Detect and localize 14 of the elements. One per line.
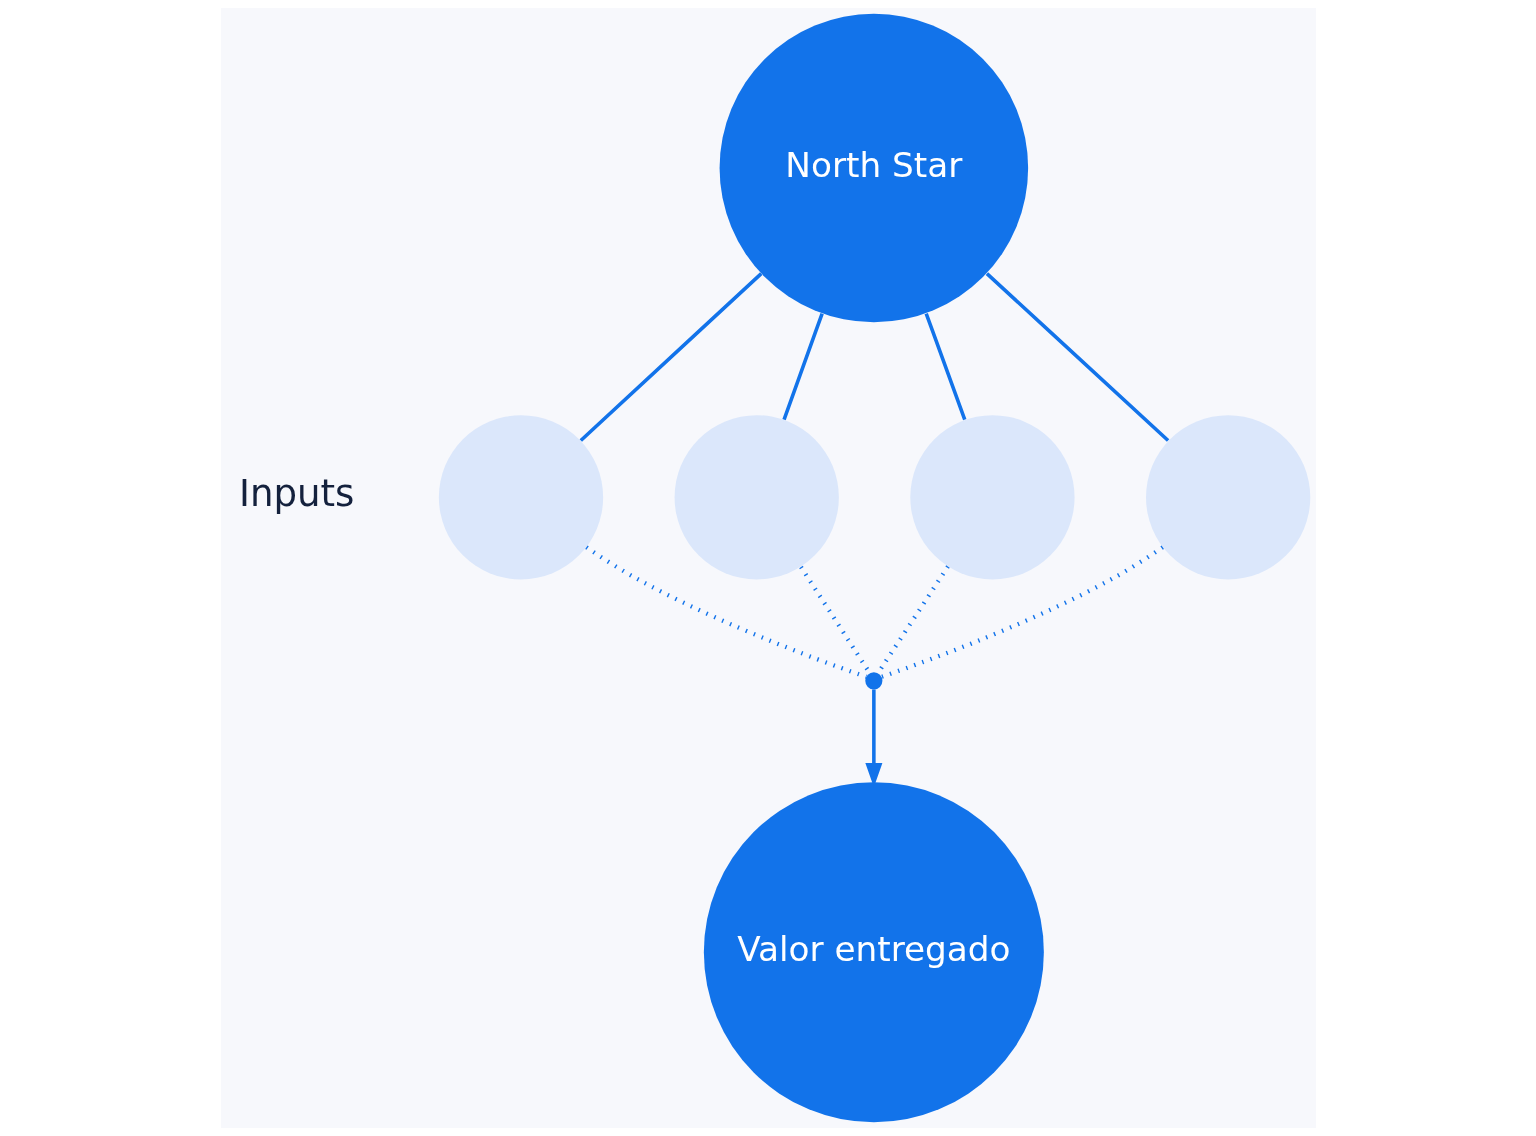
node-circle xyxy=(909,415,1075,580)
node-circle xyxy=(674,415,839,580)
label: Inputs xyxy=(238,472,354,516)
node-circle: North Star xyxy=(719,13,1028,323)
connector xyxy=(985,272,1169,442)
connector xyxy=(584,545,867,679)
connector xyxy=(579,272,762,442)
node-circle: Valor entregado xyxy=(703,782,1044,1123)
node-circle xyxy=(1145,415,1310,580)
connector xyxy=(880,545,1164,679)
connector xyxy=(924,312,966,421)
connector xyxy=(781,312,824,421)
node-circle xyxy=(864,672,882,690)
node-circle xyxy=(438,415,603,580)
